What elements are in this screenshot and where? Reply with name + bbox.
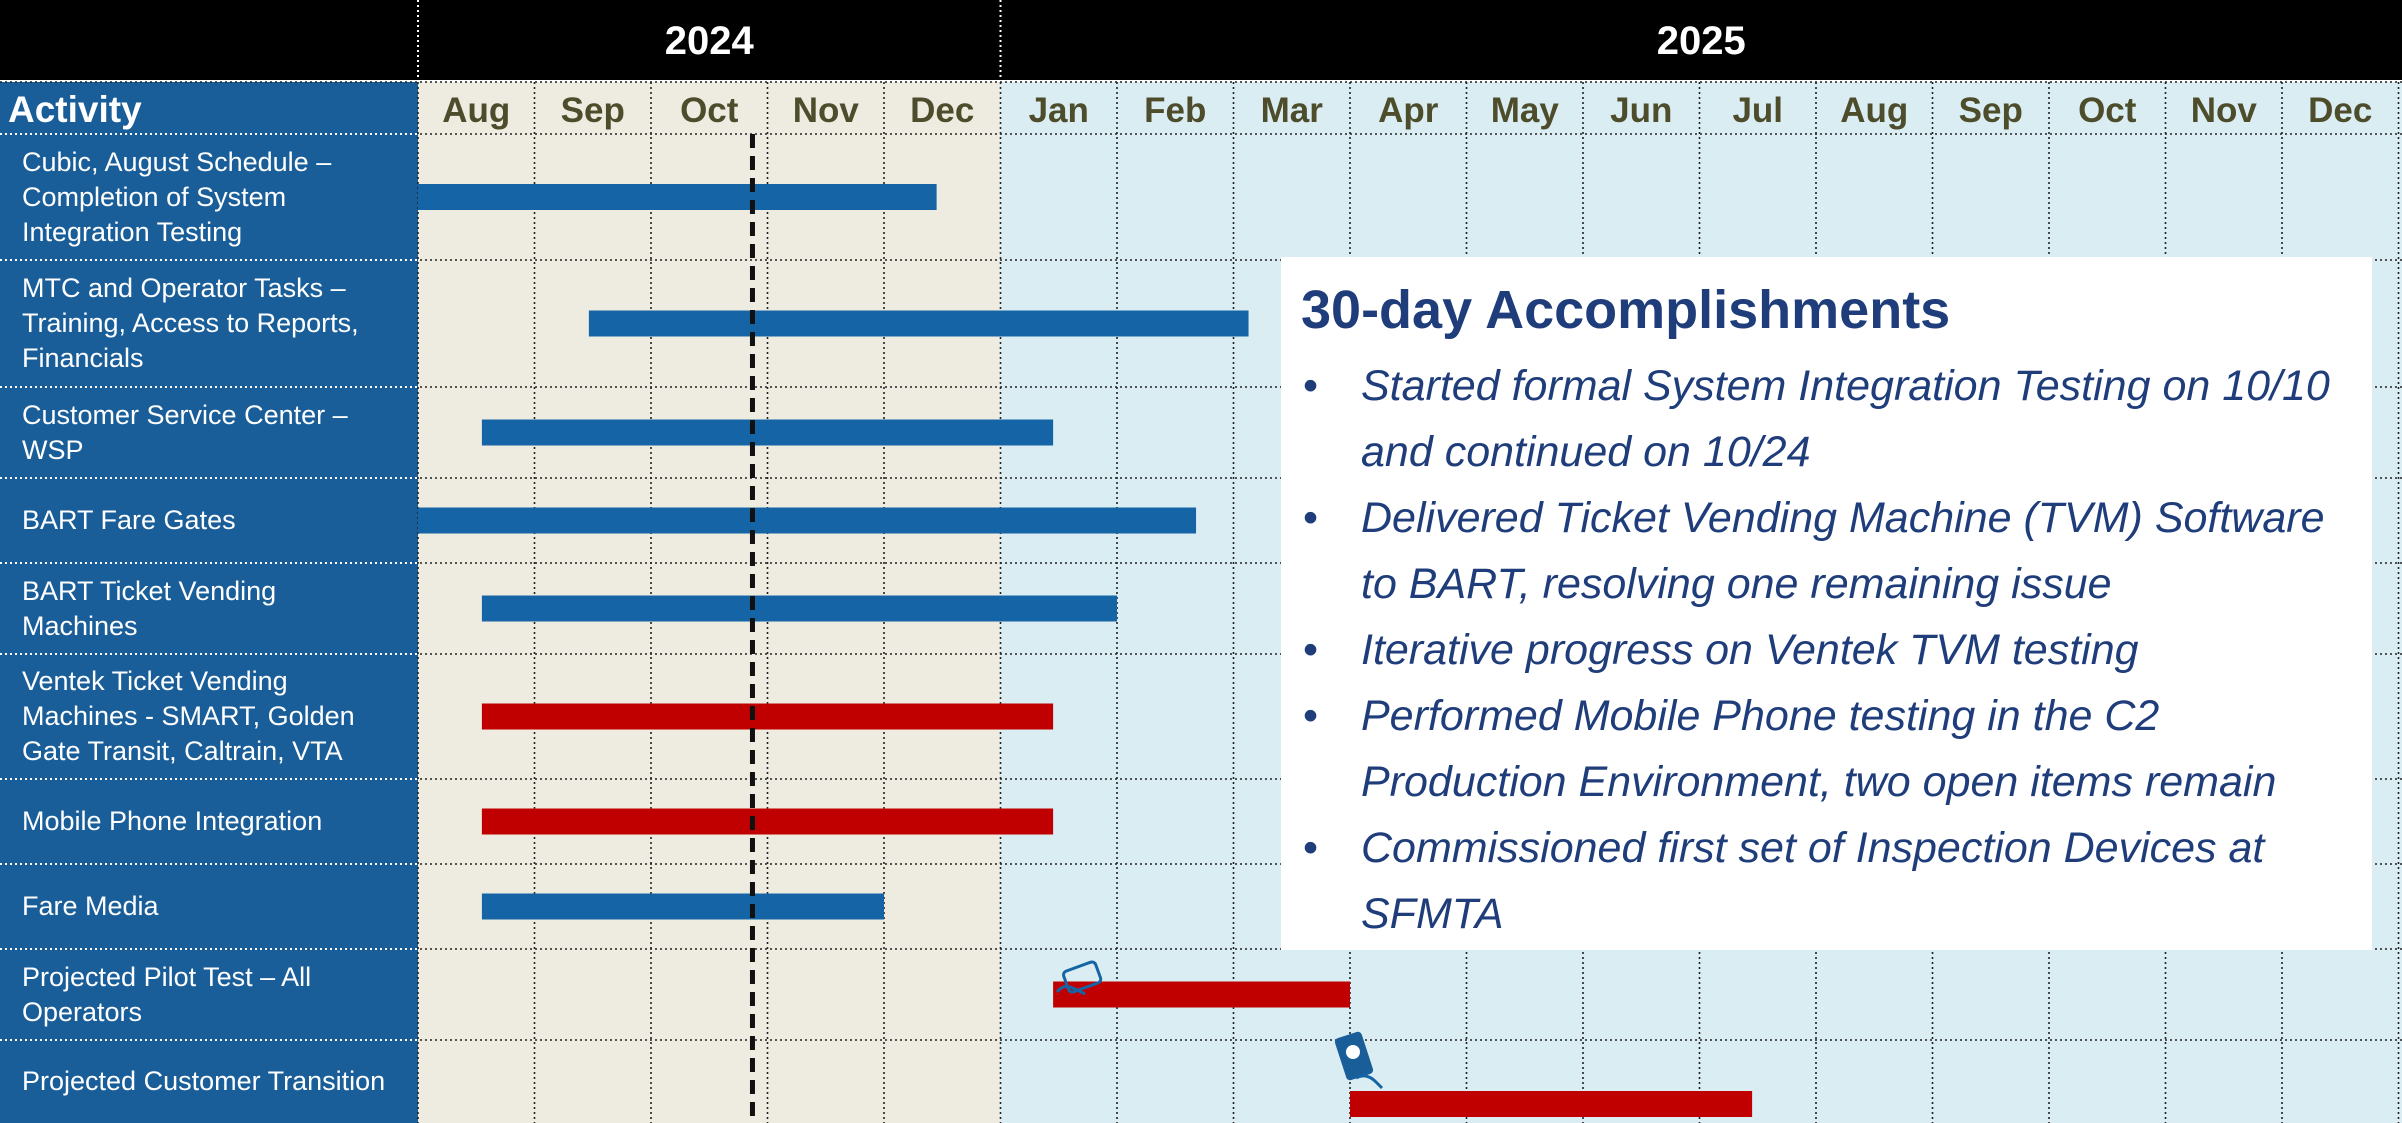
month-label: Jul: [1732, 91, 1783, 130]
accomplishments-list: • Started formal System Integration Testi…: [1301, 353, 2372, 947]
accomplishments-panel: 30-day Accomplishments • Started formal S…: [1281, 257, 2372, 950]
activity-label-text: BART Ticket Vending Machines: [22, 575, 277, 641]
bullet-glyph: •: [1303, 626, 1319, 674]
bullet-glyph: •: [1303, 494, 1319, 542]
activity-label-text: Cubic, August Schedule – Completion of S…: [22, 146, 332, 247]
accomplishment-item: • Iterative progress on Ventek TVM testin…: [1301, 617, 2372, 683]
accomplishments-title: 30-day Accomplishments: [1301, 280, 1951, 340]
month-label: Apr: [1378, 91, 1439, 130]
activity-bar: [1350, 1091, 1753, 1117]
activity-bar: [418, 184, 937, 210]
activity-label-text: MTC and Operator Tasks – Training, Acces…: [22, 273, 359, 373]
month-label: Mar: [1261, 91, 1324, 130]
activity-label-text: Projected Customer Transition: [22, 1066, 386, 1096]
hand-shape: [1355, 1074, 1384, 1090]
month-label: Feb: [1144, 91, 1206, 130]
accomplishment-item: • Commissioned first set of Inspection De…: [1301, 815, 2372, 947]
activity-label: Ventek Ticket Vending Machines - SMART, …: [0, 654, 418, 779]
accomplishment-text: Delivered Ticket Vending Machine (TVM) S…: [1361, 494, 2325, 608]
activity-label: Projected Pilot Test – All Operators: [0, 949, 418, 1040]
month-label: May: [1491, 91, 1560, 130]
hand-shape: [1055, 985, 1086, 996]
accomplishment-item: • Delivered Ticket Vending Machine (TVM) …: [1301, 485, 2372, 617]
month-label: Dec: [2308, 91, 2372, 130]
bullet-glyph: •: [1303, 824, 1319, 872]
activity-label: Fare Media: [0, 864, 418, 949]
activity-label-text: Fare Media: [22, 891, 159, 921]
month-label: Jan: [1029, 91, 1089, 130]
bullet-glyph: •: [1303, 362, 1319, 410]
activity-label-text: Mobile Phone Integration: [22, 806, 323, 836]
activity-bar: [1053, 981, 1350, 1008]
accomplishment-text: Iterative progress on Ventek TVM testing: [1361, 626, 2139, 674]
activity-label-text: Projected Pilot Test – All Operators: [22, 961, 312, 1027]
activity-header: Activity: [8, 89, 142, 130]
month-label: Oct: [680, 91, 739, 130]
activity-label-text: Customer Service Center – WSP: [22, 399, 348, 465]
accomplishment-text: Started formal System Integration Testin…: [1361, 362, 2330, 476]
accomplishment-item: • Started formal System Integration Testi…: [1301, 353, 2372, 485]
month-label: Nov: [2191, 91, 2258, 130]
phone-logo: [1346, 1045, 1360, 1059]
year-label-2024: 2024: [665, 19, 755, 63]
month-label: Aug: [442, 91, 510, 130]
month-label: Sep: [1959, 91, 2023, 130]
activity-label-text: BART Fare Gates: [22, 505, 236, 535]
activity-bar: [588, 310, 1249, 337]
year-label-2025: 2025: [1657, 19, 1746, 63]
activity-bar: [481, 419, 1054, 446]
accomplishment-text: Commissioned first set of Inspection Dev…: [1361, 824, 2265, 938]
activity-label-text: Ventek Ticket Vending Machines - SMART, …: [22, 666, 355, 766]
month-label: Jun: [1610, 91, 1672, 130]
activity-label: Customer Service Center – WSP: [0, 387, 418, 478]
month-label: Oct: [2078, 91, 2137, 130]
activity-column-bg: [0, 82, 418, 1123]
activity-label: Projected Customer Transition: [0, 1040, 418, 1123]
activity-bar: [481, 595, 1117, 622]
month-label: Nov: [793, 91, 860, 130]
accomplishment-item: • Performed Mobile Phone testing in the C…: [1301, 683, 2372, 815]
activity-bar: [481, 893, 884, 920]
month-label: Aug: [1840, 91, 1908, 130]
activity-bar: [481, 808, 1054, 835]
bullet-glyph: •: [1303, 692, 1319, 740]
activity-label: BART Fare Gates: [0, 478, 418, 563]
card-tap-icon: [1055, 960, 1103, 996]
activity-label: MTC and Operator Tasks – Training, Acces…: [0, 260, 418, 387]
month-label: Dec: [910, 91, 974, 130]
phone-tap-icon: [1334, 1031, 1384, 1090]
year-header-bg: [0, 0, 2402, 80]
activity-bar: [481, 703, 1054, 730]
card-shape: [1062, 960, 1103, 994]
accomplishment-text: Performed Mobile Phone testing in the C2…: [1361, 692, 2277, 806]
activity-label: Cubic, August Schedule – Completion of S…: [0, 134, 418, 260]
month-label: Sep: [561, 91, 625, 130]
activity-bar: [418, 507, 1197, 534]
activity-label: Mobile Phone Integration: [0, 779, 418, 864]
activity-label: BART Ticket Vending Machines: [0, 563, 418, 654]
